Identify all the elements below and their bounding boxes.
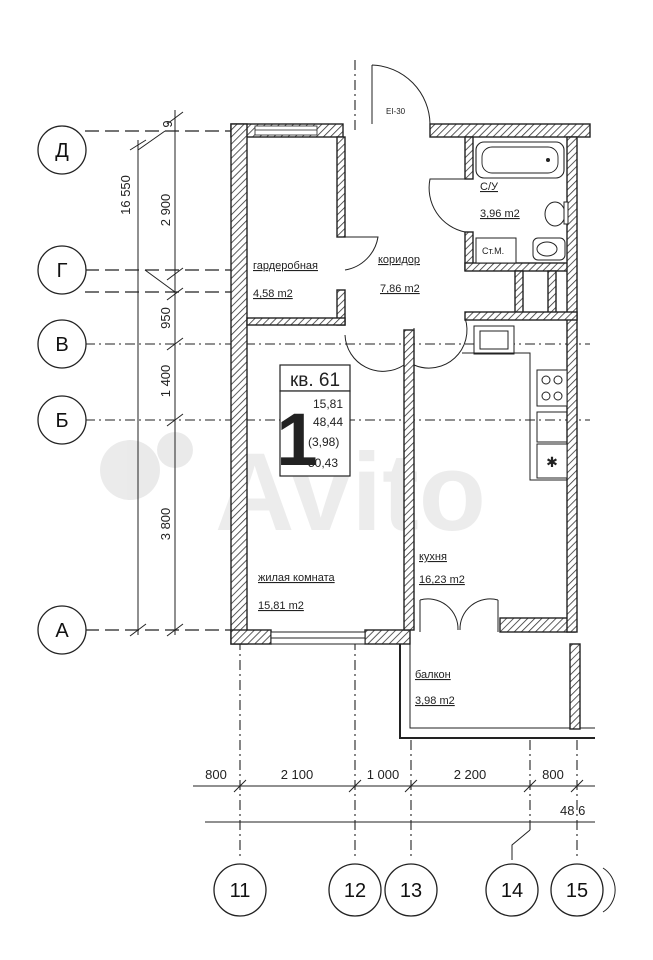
dim-b-a: 3 800 bbox=[158, 508, 173, 541]
axis-14-leader bbox=[511, 829, 531, 860]
corridor-name: коридор bbox=[378, 254, 420, 266]
entrance-code: ЕI-30 bbox=[386, 107, 406, 116]
dim-v-b: 1 400 bbox=[158, 365, 173, 398]
kitchen-area: 16,23 m2 bbox=[419, 574, 465, 586]
svg-text:В: В bbox=[55, 334, 68, 356]
dim-h3: 1 000 bbox=[367, 767, 400, 782]
window-wardrobe bbox=[254, 125, 318, 136]
svg-text:11: 11 bbox=[230, 880, 251, 902]
axis-bubble-v: В bbox=[37, 319, 87, 369]
axis-bubble-13: 13 bbox=[384, 863, 438, 917]
washer-label: Ст.М. bbox=[482, 246, 504, 256]
apartment-gross-area: 50,43 bbox=[308, 456, 338, 470]
axis-bubble-11: 11 bbox=[213, 863, 267, 917]
apartment-title: кв. 61 bbox=[290, 370, 340, 391]
dim-h5: 800 bbox=[542, 767, 564, 782]
svg-text:13: 13 bbox=[400, 880, 422, 902]
dim-h4: 2 200 bbox=[454, 767, 487, 782]
svg-text:Б: Б bbox=[55, 410, 68, 432]
doors: ЕI-30 bbox=[344, 64, 499, 632]
window-living bbox=[270, 631, 366, 645]
balcony-outline bbox=[399, 643, 595, 739]
dim-d-g: 2 900 bbox=[158, 194, 173, 227]
bathroom-area: 3,96 m2 bbox=[480, 208, 520, 220]
axis-bubble-14: 14 bbox=[485, 863, 539, 917]
dim-h1: 800 bbox=[205, 767, 227, 782]
corridor-area: 7,86 m2 bbox=[380, 283, 420, 295]
svg-text:14: 14 bbox=[501, 880, 523, 902]
horizontal-dimensions: 800 2 100 1 000 2 200 800 48 6 bbox=[193, 767, 595, 823]
apartment-rooms-count: 1 bbox=[276, 398, 317, 481]
fixtures: Ст.М. ✱ bbox=[462, 141, 569, 481]
vertical-dimensions: 16 550 2 900 950 1 400 3 800 9 bbox=[118, 110, 184, 637]
axis-bubble-partial bbox=[602, 867, 616, 913]
apartment-living-area: 15,81 bbox=[313, 397, 343, 411]
toilet-icon bbox=[544, 201, 569, 227]
axis-bubble-d: Д bbox=[37, 125, 87, 175]
kitchen-name: кухня bbox=[419, 551, 447, 563]
bathtub-icon bbox=[475, 141, 565, 179]
svg-text:Д: Д bbox=[55, 140, 69, 162]
washer-box bbox=[475, 237, 517, 264]
fridge-icon: ✱ bbox=[536, 443, 568, 479]
counter-cabinet bbox=[536, 411, 568, 443]
axis-bubble-12: 12 bbox=[328, 863, 382, 917]
dim-top: 9 bbox=[160, 120, 175, 127]
axis-bubble-15: 15 bbox=[550, 863, 604, 917]
axis-bubble-g: Г bbox=[37, 245, 87, 295]
walls bbox=[230, 123, 591, 645]
svg-text:12: 12 bbox=[344, 880, 366, 902]
stove-icon bbox=[536, 369, 568, 407]
apartment-stamp: кв. 61 1 15,81 48,44 (3,98) 50,43 bbox=[276, 364, 351, 481]
svg-text:✱: ✱ bbox=[546, 454, 558, 470]
dim-h2: 2 100 bbox=[281, 767, 314, 782]
balcony-name: балкон bbox=[415, 669, 451, 681]
apartment-total-area: 48,44 bbox=[313, 415, 343, 429]
svg-text:Г: Г bbox=[57, 260, 68, 282]
counter-outline bbox=[462, 352, 567, 481]
kitchen-sink-icon bbox=[473, 325, 515, 355]
dim-h-total: 48 6 bbox=[560, 803, 585, 818]
living-name: жилая комната bbox=[258, 572, 336, 584]
sink-icon bbox=[532, 237, 566, 261]
dim-g-v: 950 bbox=[158, 307, 173, 329]
bathroom-name: С/У bbox=[480, 181, 499, 193]
svg-text:А: А bbox=[55, 620, 69, 642]
axis-bubble-b: Б bbox=[37, 395, 87, 445]
wardrobe-name: гардеробная bbox=[253, 260, 318, 272]
axis-bubble-a: А bbox=[37, 605, 87, 655]
balcony-area: 3,98 m2 bbox=[415, 695, 455, 707]
dim-total: 16 550 bbox=[118, 175, 133, 215]
svg-text:15: 15 bbox=[566, 880, 588, 902]
apartment-balcony-area: (3,98) bbox=[308, 435, 339, 449]
room-labels: гардеробная 4,58 m2 коридор 7,86 m2 С/У … bbox=[253, 181, 520, 707]
wardrobe-area: 4,58 m2 bbox=[253, 288, 293, 300]
living-area: 15,81 m2 bbox=[258, 600, 304, 612]
